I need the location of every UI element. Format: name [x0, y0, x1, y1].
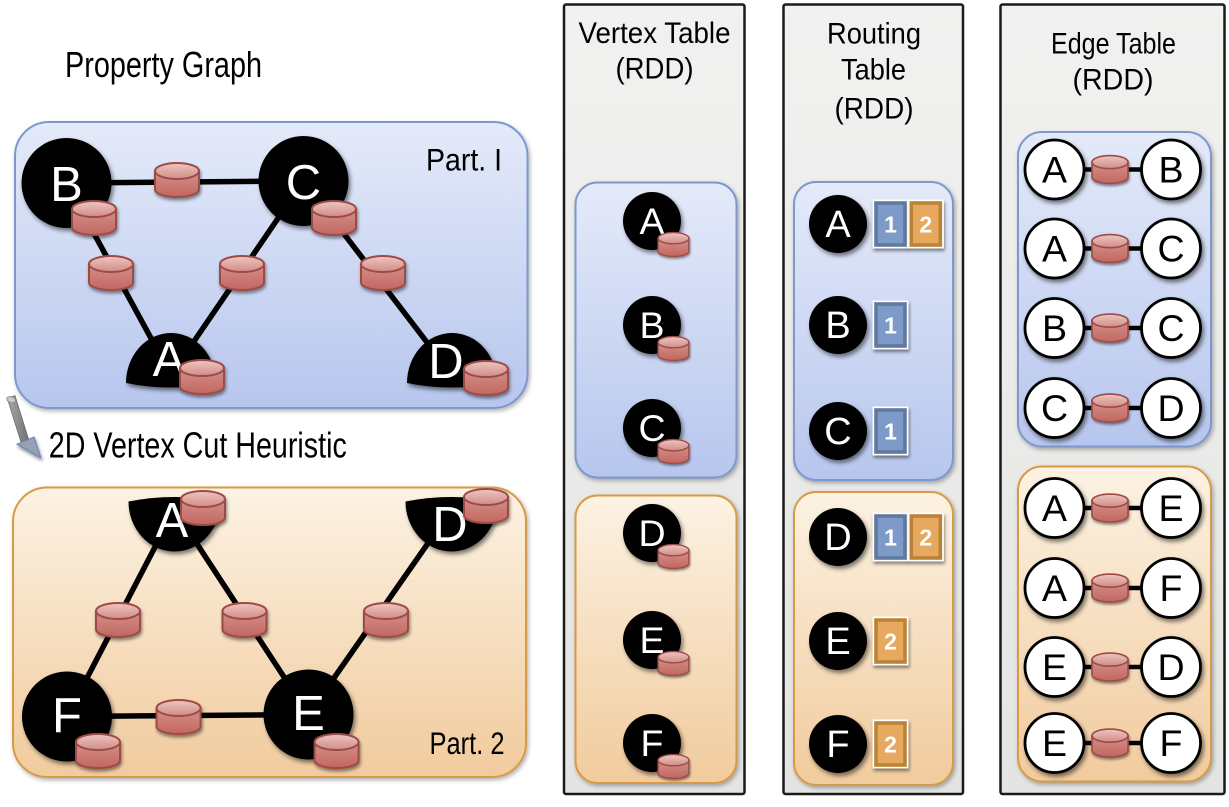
svg-text:(RDD): (RDD): [1073, 64, 1154, 97]
svg-text:Edge Table: Edge Table: [1051, 28, 1176, 61]
svg-text:C: C: [1041, 387, 1068, 429]
svg-text:F: F: [826, 724, 849, 766]
svg-text:E: E: [292, 687, 325, 741]
svg-text:1: 1: [884, 525, 897, 551]
svg-text:E: E: [825, 621, 850, 663]
svg-text:F: F: [1160, 722, 1183, 764]
svg-text:A: A: [1042, 228, 1067, 270]
svg-text:Routing: Routing: [827, 18, 921, 51]
svg-text:Table: Table: [841, 53, 906, 86]
svg-text:2: 2: [884, 629, 897, 655]
svg-text:F: F: [1160, 567, 1183, 609]
svg-text:A: A: [1042, 487, 1067, 529]
svg-text:A: A: [825, 204, 851, 246]
svg-text:C: C: [1157, 307, 1184, 349]
svg-text:F: F: [641, 722, 664, 764]
svg-text:2: 2: [884, 732, 897, 758]
svg-text:1: 1: [884, 419, 897, 445]
svg-text:E: E: [1042, 722, 1067, 764]
svg-text:Part. 2: Part. 2: [430, 725, 505, 761]
svg-text:2: 2: [919, 525, 932, 551]
svg-text:D: D: [1157, 387, 1184, 429]
svg-text:(RDD): (RDD): [835, 92, 914, 125]
svg-text:2: 2: [919, 212, 932, 238]
svg-text:C: C: [286, 156, 321, 210]
svg-text:D: D: [1157, 646, 1184, 688]
svg-text:D: D: [432, 498, 467, 552]
svg-text:F: F: [52, 689, 82, 743]
svg-text:E: E: [1158, 487, 1183, 529]
svg-text:1: 1: [884, 212, 897, 238]
svg-text:(RDD): (RDD): [616, 53, 694, 86]
svg-text:Part. I: Part. I: [426, 142, 502, 178]
svg-text:1: 1: [884, 313, 897, 339]
svg-text:B: B: [825, 305, 850, 347]
svg-text:A: A: [1042, 567, 1067, 609]
svg-text:D: D: [824, 517, 851, 559]
svg-text:Property Graph: Property Graph: [65, 44, 262, 85]
svg-text:D: D: [428, 335, 463, 389]
svg-text:B: B: [1158, 149, 1183, 191]
svg-text:B: B: [1042, 307, 1067, 349]
svg-text:C: C: [1157, 228, 1184, 270]
svg-text:C: C: [824, 411, 851, 453]
svg-text:2D Vertex Cut Heuristic: 2D Vertex Cut Heuristic: [49, 425, 347, 466]
svg-text:E: E: [1042, 646, 1067, 688]
svg-text:Vertex Table: Vertex Table: [579, 17, 731, 50]
svg-text:A: A: [1042, 149, 1067, 191]
